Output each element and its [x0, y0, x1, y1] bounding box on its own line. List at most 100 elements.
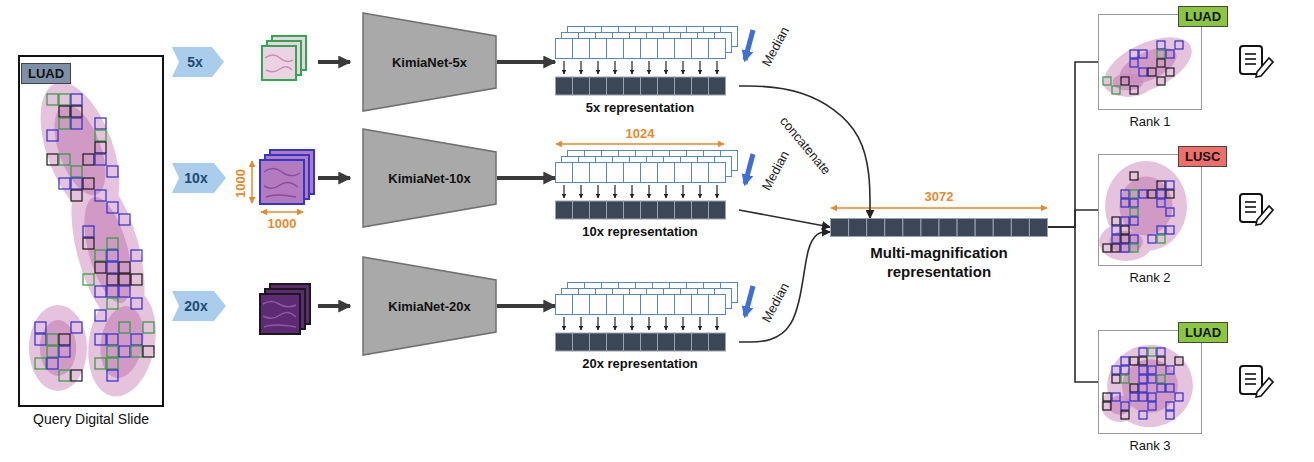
operation-label: Median [758, 148, 791, 193]
representation-caption: 5x representation [555, 100, 725, 115]
feature-cell [624, 163, 641, 183]
median-cell [556, 201, 573, 219]
patch-square [1148, 375, 1156, 383]
patch-square [1139, 190, 1147, 198]
patch-square [1121, 402, 1129, 410]
patch-square [35, 322, 46, 333]
median-cell [607, 333, 624, 351]
feature-cell [573, 39, 590, 59]
median-cell [709, 333, 726, 351]
patch-square [107, 286, 118, 297]
feature-representation: 20x representation [555, 282, 739, 371]
slide-thumbnail: Rank 2LUSC [1098, 154, 1202, 285]
patch-square [71, 322, 82, 333]
patch-square [95, 358, 106, 369]
feature-cell [556, 295, 573, 315]
patch-square [35, 334, 46, 345]
feature-cell [607, 163, 624, 183]
slide-thumbnail: Query Digital Slide LUAD [18, 55, 164, 427]
slide-caption: Rank 2 [1098, 270, 1202, 285]
patch-square [71, 190, 82, 201]
magnification-arrow: 20x [172, 291, 226, 321]
connector-arrow [497, 176, 555, 180]
feature-cell [675, 39, 692, 59]
image-patch [260, 294, 300, 334]
median-cell [607, 77, 624, 95]
patch-square [95, 250, 106, 261]
slide-frame [1098, 154, 1202, 266]
dimension-label: 1000 [268, 216, 297, 231]
feature-cell [607, 39, 624, 59]
patch-square [1130, 384, 1138, 392]
feature-cell [624, 295, 641, 315]
patch-square [119, 214, 130, 225]
reduce-arrow [682, 61, 683, 74]
patch-square [95, 190, 106, 201]
connector-arrow [739, 232, 830, 342]
tissue-region [1101, 338, 1200, 434]
median-cell [675, 77, 692, 95]
slide-caption: Query Digital Slide [18, 411, 164, 427]
arrow-shape [172, 291, 226, 321]
median-cell [692, 77, 709, 95]
multi-magnification-vector: Multi-magnification representation [830, 218, 1048, 282]
class-tag: LUSC [1178, 146, 1227, 167]
median-cell [709, 77, 726, 95]
operation-label: Median [758, 24, 791, 69]
class-label: LUAD [1185, 9, 1221, 24]
reduce-arrow [716, 317, 717, 330]
patch-square [1157, 357, 1165, 365]
magnification-label: 20x [172, 291, 226, 321]
patch-square [1121, 199, 1129, 207]
flow-arrow [318, 176, 350, 180]
patch-square [1130, 59, 1138, 67]
feature-cell [692, 163, 709, 183]
patch-square [1121, 357, 1129, 365]
median-cell [590, 333, 607, 351]
vector-cell [957, 219, 975, 237]
patch-square [1130, 208, 1138, 216]
reduce-arrow [631, 317, 632, 330]
feature-cell [590, 163, 607, 183]
vector-cell [939, 219, 957, 237]
patch-square [1157, 235, 1165, 243]
dimension-arrow [251, 161, 253, 203]
reduce-arrow [631, 185, 632, 198]
patch-square [1175, 357, 1183, 365]
patch-texture [263, 302, 296, 328]
patch-square [1103, 393, 1111, 401]
dimension-arrow [556, 143, 724, 145]
reduce-arrow [716, 61, 717, 74]
median-cell [675, 201, 692, 219]
patch-square [107, 202, 118, 213]
patch-square [1166, 208, 1174, 216]
reduce-arrow [597, 185, 598, 198]
tissue-core [1119, 177, 1172, 236]
patch-square [71, 178, 82, 189]
median-cell [624, 77, 641, 95]
patch-square [1112, 235, 1120, 243]
feature-stack [555, 26, 739, 96]
patch-square [1130, 86, 1138, 94]
feature-cell [641, 39, 658, 59]
patch-square [47, 334, 58, 345]
network-name: KimiaNet-20x [388, 299, 470, 314]
patch-square [95, 334, 106, 345]
patch-square [1157, 199, 1165, 207]
patch-square [119, 262, 130, 273]
patch-square [47, 358, 58, 369]
patch-square [107, 370, 118, 381]
class-label: LUAD [28, 66, 64, 81]
reduce-arrow [665, 61, 666, 74]
feature-cell [692, 39, 709, 59]
vector-cell [975, 219, 993, 237]
patch-square [95, 118, 106, 129]
patch-square [1112, 226, 1120, 234]
tissue-core [44, 98, 116, 202]
median-cell [658, 77, 675, 95]
reduce-arrow [580, 317, 581, 330]
feature-representation: 10x representation [555, 150, 739, 239]
patch-square [71, 106, 82, 117]
